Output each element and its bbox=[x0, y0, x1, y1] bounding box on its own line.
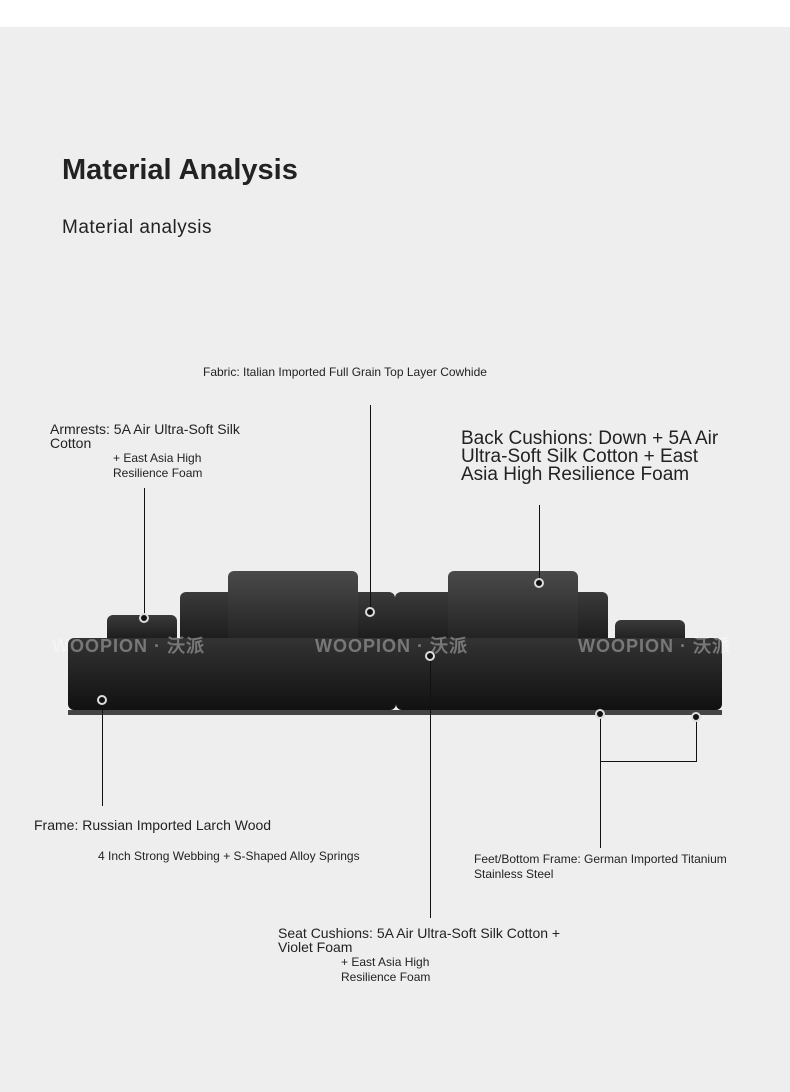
armrests-leader-line bbox=[144, 488, 145, 616]
feet-marker bbox=[691, 712, 701, 722]
back-cushions-marker bbox=[534, 578, 544, 588]
back-cushions-label: Back Cushions: Down + 5A Air Ultra-Soft … bbox=[461, 428, 719, 485]
feet-leader-line bbox=[600, 715, 601, 848]
page-title: Material Analysis bbox=[62, 154, 298, 186]
fabric-leader-line bbox=[370, 405, 371, 610]
back-cushions-leader-line bbox=[539, 505, 540, 581]
watermark: WOOPION · 沃派 bbox=[578, 636, 731, 656]
armrests-sublabel: + East Asia High Resilience Foam bbox=[113, 451, 203, 480]
page-background bbox=[0, 27, 790, 1092]
feet-label: Feet/Bottom Frame: German Imported Titan… bbox=[474, 852, 727, 881]
fabric-label: Fabric: Italian Imported Full Grain Top … bbox=[203, 365, 487, 379]
watermark: WOOPION · 沃派 bbox=[52, 636, 205, 656]
seat-cushions-label: Seat Cushions: 5A Air Ultra-Soft Silk Co… bbox=[278, 925, 561, 955]
feet-marker bbox=[595, 709, 605, 719]
fabric-marker bbox=[365, 607, 375, 617]
watermark: WOOPION · 沃派 bbox=[315, 636, 468, 656]
frame-marker bbox=[97, 695, 107, 705]
seat-leader-line bbox=[430, 656, 431, 918]
feet-connector-line bbox=[600, 761, 697, 762]
frame-sublabel: 4 Inch Strong Webbing + S-Shaped Alloy S… bbox=[98, 849, 360, 863]
feet-connector-line bbox=[696, 717, 697, 762]
armrests-label: Armrests: 5A Air Ultra-Soft Silk Cotton bbox=[50, 421, 240, 451]
page-subtitle: Material analysis bbox=[62, 217, 212, 238]
frame-label: Frame: Russian Imported Larch Wood bbox=[34, 817, 272, 833]
frame-leader-line bbox=[102, 700, 103, 806]
seat-cushions-sublabel: + East Asia High Resilience Foam bbox=[341, 955, 431, 984]
seat-marker bbox=[425, 651, 435, 661]
armrests-marker bbox=[139, 613, 149, 623]
